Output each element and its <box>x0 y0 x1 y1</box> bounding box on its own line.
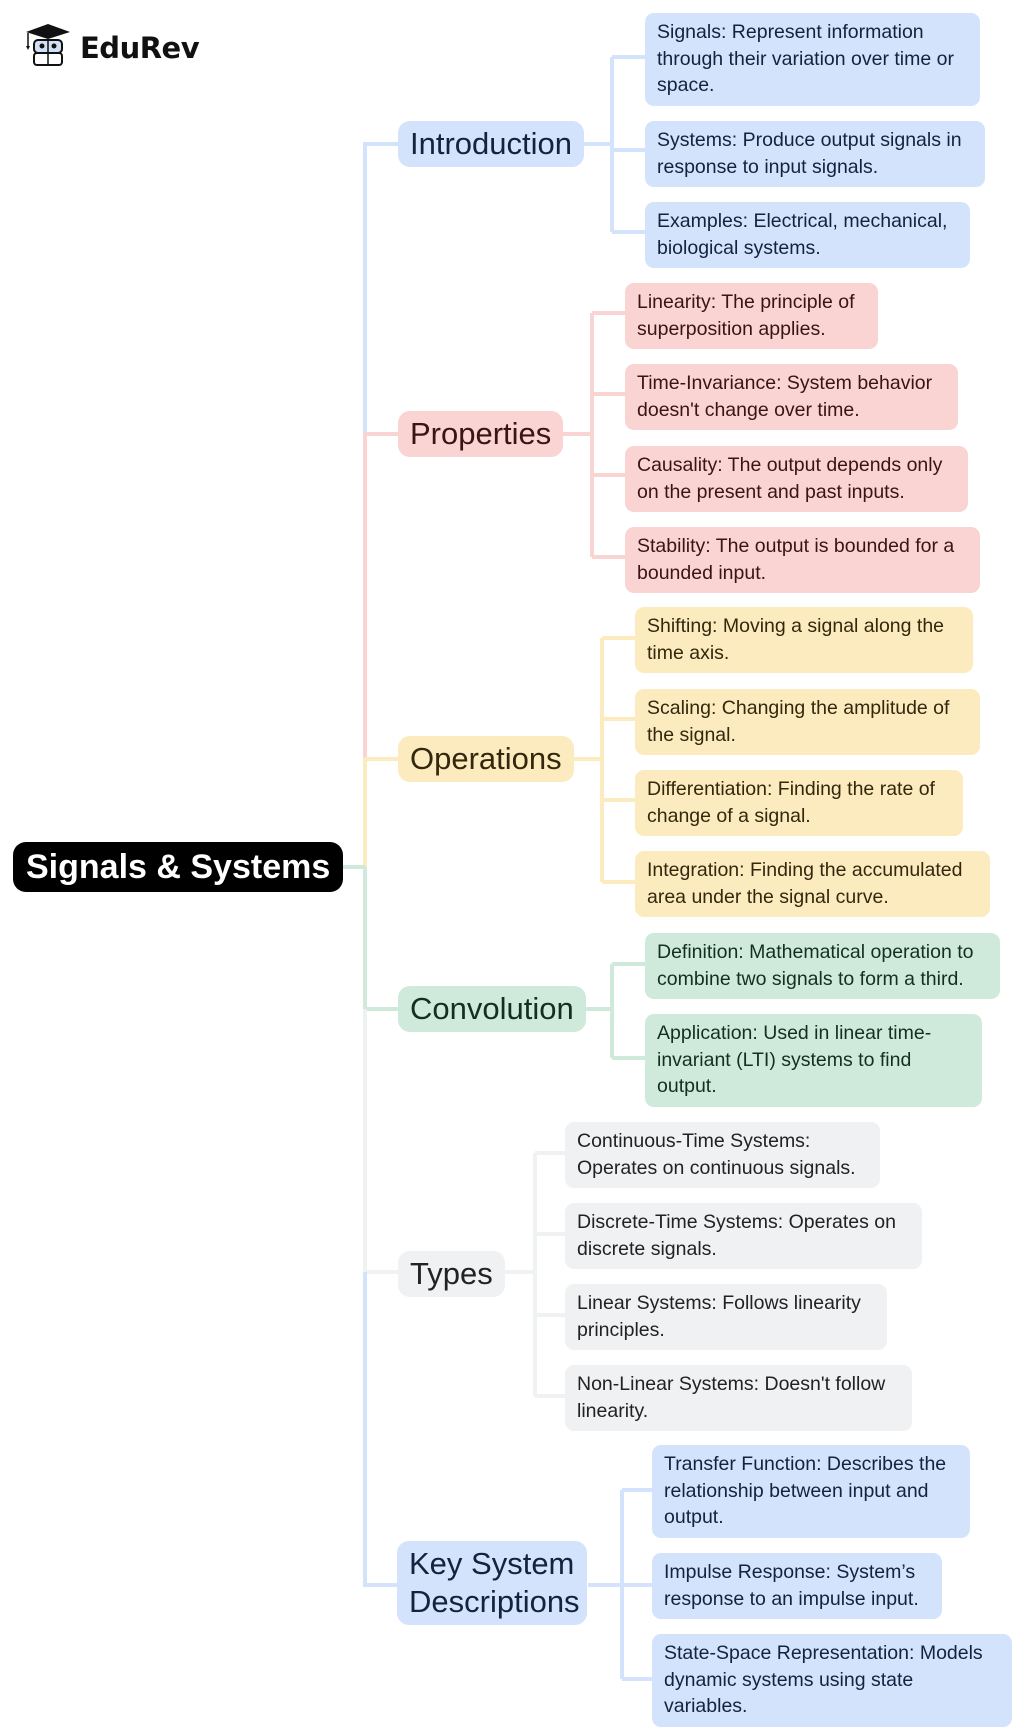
leaf-scaling[interactable]: Scaling: Changing the amplitude of the s… <box>635 689 980 755</box>
branch-introduction[interactable]: Introduction <box>398 121 584 167</box>
leaf-systems[interactable]: Systems: Produce output signals in respo… <box>645 121 985 187</box>
edurev-logo[interactable]: EduRev <box>22 22 200 73</box>
leaf-linearity[interactable]: Linearity: The principle of superpositio… <box>625 283 878 349</box>
leaf-discrete-time[interactable]: Discrete-Time Systems: Operates on discr… <box>565 1203 922 1269</box>
graduation-cap-mascot-icon <box>22 22 72 73</box>
branch-properties[interactable]: Properties <box>398 411 564 457</box>
branch-convolution[interactable]: Convolution <box>398 986 586 1032</box>
leaf-transfer-function[interactable]: Transfer Function: Describes the relatio… <box>652 1445 970 1538</box>
leaf-time-invariance[interactable]: Time-Invariance: System behavior doesn't… <box>625 364 958 430</box>
leaf-impulse-response[interactable]: Impulse Response: System’s response to a… <box>652 1553 942 1619</box>
leaf-integration[interactable]: Integration: Finding the accumulated are… <box>635 851 990 917</box>
leaf-causality[interactable]: Causality: The output depends only on th… <box>625 446 968 512</box>
leaf-definition[interactable]: Definition: Mathematical operation to co… <box>645 933 1000 999</box>
leaf-continuous-time[interactable]: Continuous-Time Systems: Operates on con… <box>565 1122 880 1188</box>
leaf-application[interactable]: Application: Used in linear time-invaria… <box>645 1014 982 1107</box>
logo-text: EduRev <box>80 30 200 65</box>
trunk-operations <box>363 757 398 867</box>
leaf-shifting[interactable]: Shifting: Moving a signal along the time… <box>635 607 973 673</box>
branch-key-system-descriptions[interactable]: Key System Descriptions <box>397 1541 587 1625</box>
leaf-stability[interactable]: Stability: The output is bounded for a b… <box>625 527 980 593</box>
root-node[interactable]: Signals & Systems <box>13 842 344 892</box>
trunk-types <box>363 1009 398 1274</box>
leaf-non-linear-systems[interactable]: Non-Linear Systems: Doesn't follow linea… <box>565 1365 912 1431</box>
trunk-convolution <box>363 867 398 1011</box>
leaf-linear-systems[interactable]: Linear Systems: Follows linearity princi… <box>565 1284 887 1350</box>
leaf-examples[interactable]: Examples: Electrical, mechanical, biolog… <box>645 202 970 268</box>
branch-operations[interactable]: Operations <box>398 736 574 782</box>
trunk-key-system <box>363 1272 398 1587</box>
leaf-state-space[interactable]: State-Space Representation: Models dynam… <box>652 1634 1012 1727</box>
trunk-properties <box>363 432 398 867</box>
branch-types[interactable]: Types <box>398 1251 505 1297</box>
leaf-signals[interactable]: Signals: Represent information through t… <box>645 13 980 106</box>
leaf-differentiation[interactable]: Differentiation: Finding the rate of cha… <box>635 770 963 836</box>
